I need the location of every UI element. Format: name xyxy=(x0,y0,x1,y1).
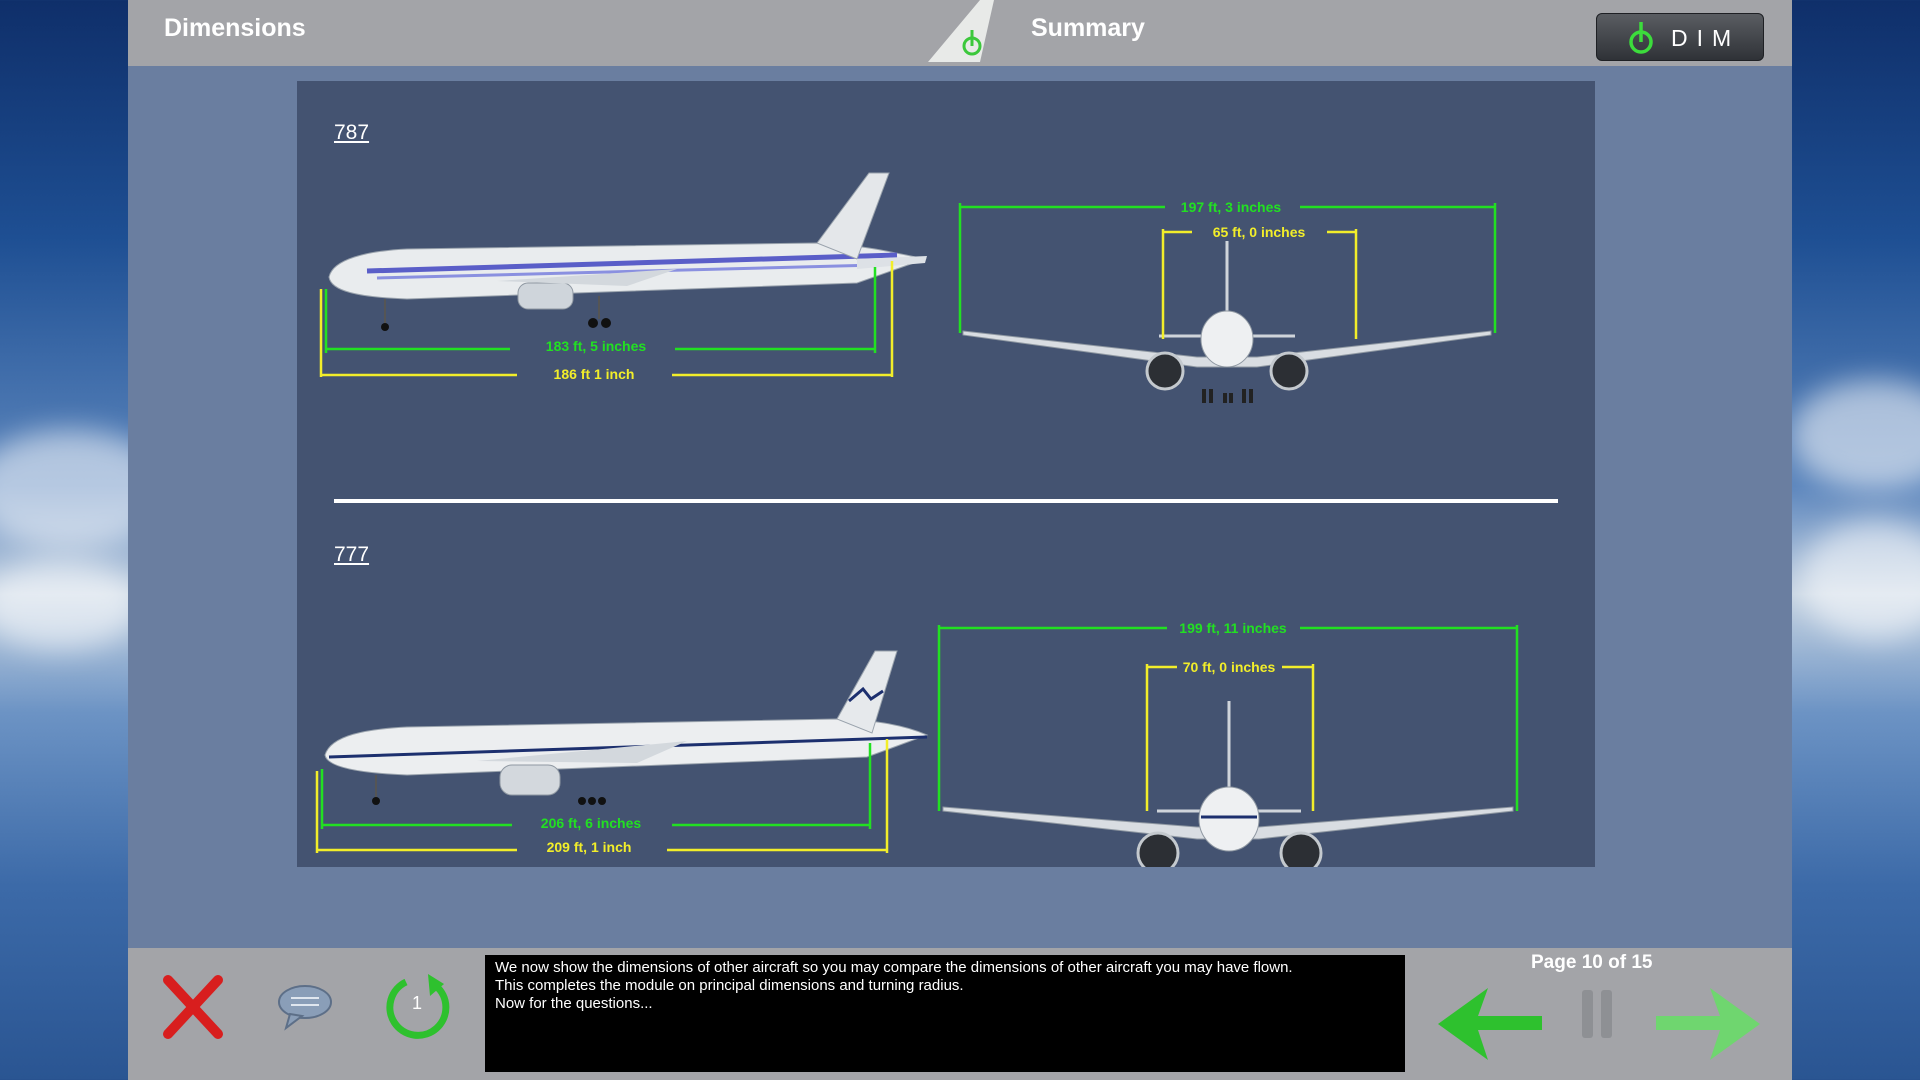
dimensions-panel: 787 xyxy=(297,81,1595,867)
wingspan-label-787: 197 ft, 3 inches xyxy=(1181,199,1282,215)
aircraft-side-view-787 xyxy=(328,172,927,331)
overall-dimension-787 xyxy=(319,261,894,377)
length-dimension-777 xyxy=(320,743,872,829)
stabilizer-dimension-777 xyxy=(1145,664,1315,811)
wingspan-label-777: 199 ft, 11 inches xyxy=(1179,620,1287,636)
speech-bubble-icon[interactable] xyxy=(276,982,334,1032)
wingspan-dimension-787 xyxy=(958,203,1497,333)
model-label-787: 787 xyxy=(334,121,370,144)
close-icon[interactable] xyxy=(162,974,224,1040)
background-cloud xyxy=(0,560,140,650)
overall-length-label-777: 209 ft, 1 inch xyxy=(547,839,632,855)
page-indicator: Page 10 of 15 xyxy=(1531,952,1653,973)
training-module-window: Dimensions Summary DIM 787 xyxy=(128,0,1792,1080)
aircraft-777-diagram: 206 ft, 6 inches 209 ft, 1 inch xyxy=(315,620,1519,867)
aircraft-787-diagram: 183 ft, 5 inches 186 ft 1 inch xyxy=(319,172,1497,403)
background-cloud xyxy=(1790,380,1920,490)
module-title: Dimensions xyxy=(164,14,306,42)
model-label-777: 777 xyxy=(334,543,370,566)
aircraft-front-view-777 xyxy=(942,701,1514,867)
aircraft-side-view-777 xyxy=(324,650,929,805)
next-arrow-icon[interactable] xyxy=(1652,984,1764,1064)
narration-line: We now show the dimensions of other airc… xyxy=(495,959,1293,976)
section-divider xyxy=(334,499,1558,503)
replay-count: 1 xyxy=(412,993,423,1013)
dim-button-label: DIM xyxy=(1671,25,1741,51)
length-dimension-787 xyxy=(324,267,877,353)
overall-length-label-787: 186 ft 1 inch xyxy=(554,366,635,382)
length-label-777: 206 ft, 6 inches xyxy=(541,815,642,831)
replay-icon xyxy=(386,974,450,1039)
power-leaf-icon xyxy=(1629,22,1653,54)
tail-logo-icon xyxy=(928,0,994,62)
narration-line: Now for the questions... xyxy=(495,995,653,1012)
pause-icon[interactable] xyxy=(1580,988,1614,1040)
stabilizer-span-label-787: 65 ft, 0 inches xyxy=(1213,224,1306,240)
section-title: Summary xyxy=(1031,14,1145,42)
dim-button[interactable]: DIM xyxy=(1596,13,1764,61)
overall-dimension-777 xyxy=(315,739,889,853)
narration-text-box: We now show the dimensions of other airc… xyxy=(485,955,1405,1072)
aircraft-front-view-787 xyxy=(962,241,1492,403)
back-arrow-icon[interactable] xyxy=(1434,984,1544,1064)
replay-button[interactable]: 1 xyxy=(384,970,454,1040)
stabilizer-dimension-787 xyxy=(1161,229,1358,339)
narration-line: This completes the module on principal d… xyxy=(495,977,964,994)
header-bar: Dimensions Summary DIM xyxy=(128,0,1792,66)
stabilizer-span-label-777: 70 ft, 0 inches xyxy=(1183,659,1276,675)
length-label-787: 183 ft, 5 inches xyxy=(546,338,647,354)
footer-bar: 1 We now show the dimensions of other ai… xyxy=(128,948,1792,1080)
background-cloud xyxy=(1800,520,1920,640)
wingspan-dimension-777 xyxy=(937,625,1519,811)
